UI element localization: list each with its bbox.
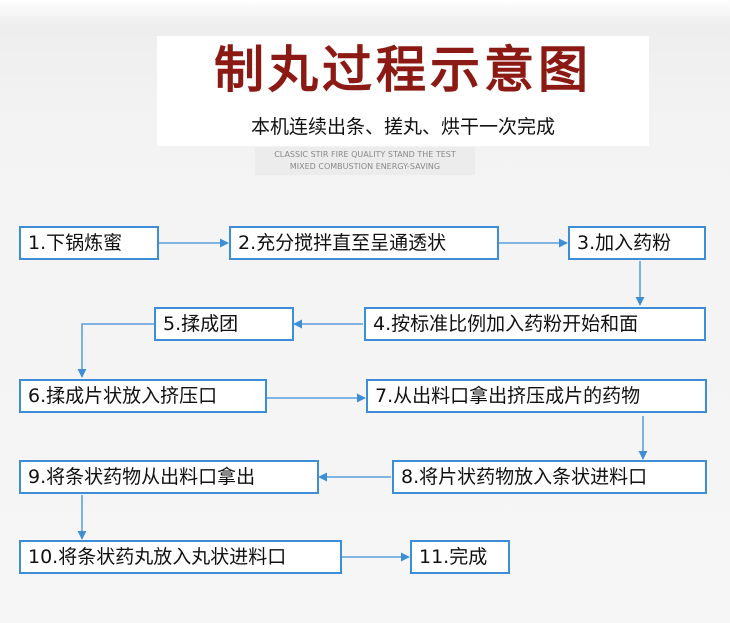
flow-step-6: 6.揉成片状放入挤压口 [19, 379, 267, 413]
flow-step-9: 9.将条状药物从出料口拿出 [19, 460, 319, 494]
flow-step-1: 1.下锅炼蜜 [19, 226, 159, 260]
flow-step-3: 3.加入药粉 [568, 226, 706, 260]
page-title: 制丸过程示意图 [214, 41, 592, 99]
flow-step-4: 4.按标准比例加入药粉开始和面 [364, 307, 706, 341]
tagline-banner: CLASSIC STIR FIRE QUALITY STAND THE TEST… [255, 147, 475, 175]
flow-step-11: 11.完成 [410, 540, 510, 574]
flow-step-5: 5.揉成团 [154, 307, 294, 341]
flow-step-2: 2.充分搅拌直至呈通透状 [229, 226, 499, 260]
header-panel: 制丸过程示意图 本机连续出条、搓丸、烘干一次完成 [157, 36, 649, 146]
arrow-5-to-6 [77, 323, 154, 378]
tagline-line-2: MIXED COMBUSTION ENERGY-SAVING [289, 162, 441, 171]
flow-step-8: 8.将片状药物放入条状进料口 [392, 460, 707, 494]
flow-step-7: 7.从出料口拿出挤压成片的药物 [366, 379, 707, 413]
flow-step-10: 10.将条状药丸放入丸状进料口 [19, 540, 342, 574]
tagline-line-1: CLASSIC STIR FIRE QUALITY STAND THE TEST [274, 150, 456, 159]
page-subtitle: 本机连续出条、搓丸、烘干一次完成 [250, 116, 555, 138]
